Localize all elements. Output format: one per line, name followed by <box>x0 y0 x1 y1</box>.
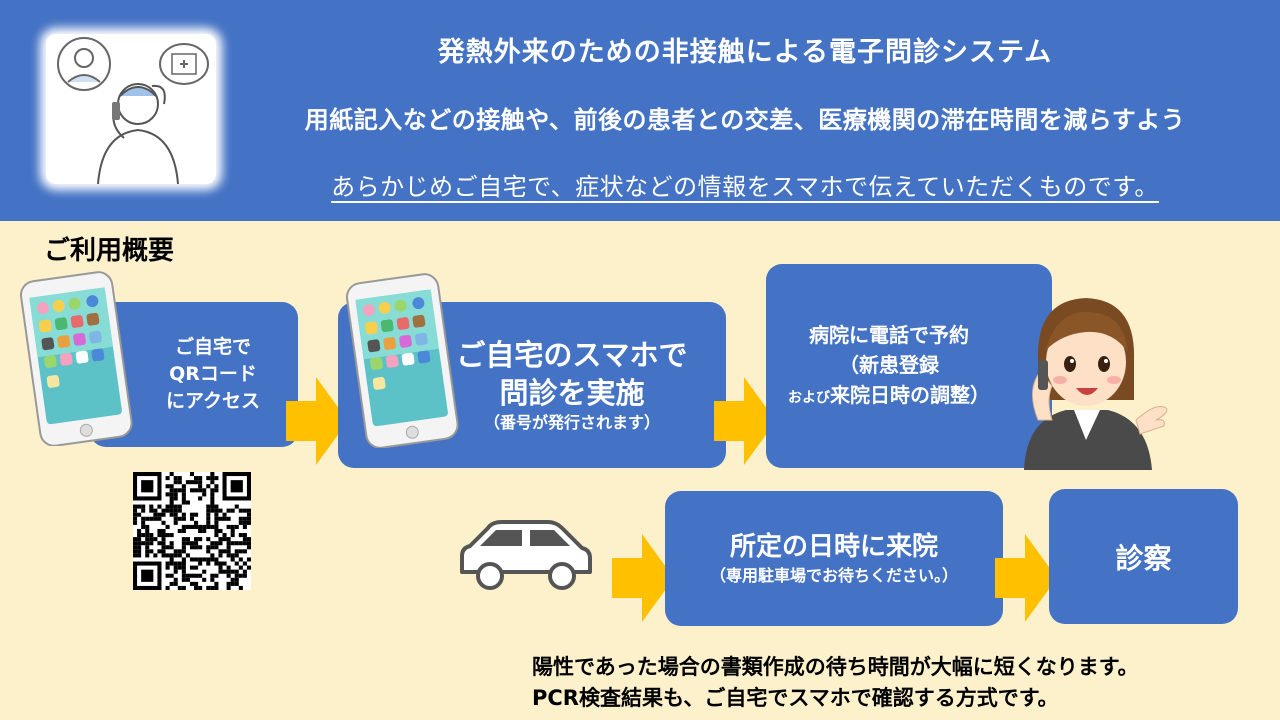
arrow-right-icon <box>286 377 348 465</box>
step2-line1: ご自宅のスマホで <box>456 338 688 372</box>
header-banner: 発熱外来のための非接触による電子問診システム 用紙記入などの接触や、前後の患者と… <box>0 0 1280 221</box>
header-description-line2-text: あらかじめご自宅で、症状などの情報をスマホで伝えていただくものです。 <box>331 173 1159 201</box>
receptionist-icon <box>1024 298 1168 470</box>
step3-line3-wrap: および来院日時の調整） <box>788 380 990 413</box>
footer-line1: 陽性であった場合の書類作成の待ち時間が大幅に短くなります。 <box>532 655 1139 679</box>
header-description-line1: 用紙記入などの接触や、前後の患者との交差、医療機関の滞在時間を減らすよう <box>304 106 1186 134</box>
step2-line2: 問診を実施 <box>499 376 645 410</box>
car-icon <box>460 520 592 590</box>
header-title: 発熱外来のための非接触による電子問診システム <box>437 37 1053 68</box>
step1-line2: QRコード <box>169 363 257 385</box>
step5-box: 診察 <box>1049 489 1238 624</box>
step2-note: （番号が発行されます） <box>483 413 660 432</box>
step4-line1: 所定の日時に来院 <box>729 531 938 562</box>
arrow-right-icon <box>714 377 776 465</box>
footer-line2: PCR検査結果も、ご自宅でスマホで確認する方式です。 <box>532 686 1059 710</box>
doctor-phone-consultation-icon <box>46 34 216 185</box>
smartphone-icon <box>345 273 459 448</box>
qr-code-icon <box>133 472 251 590</box>
step3-line2: （新患登録 <box>839 352 939 377</box>
step1-line3: にアクセス <box>165 390 261 412</box>
step3-line1: 病院に電話で予約 <box>809 322 969 347</box>
step3-line3: 来院日時の調整） <box>830 382 990 407</box>
step4-note: （専用駐車場でお待ちください。） <box>709 565 958 585</box>
step3-box: 病院に電話で予約 （新患登録 および来院日時の調整） <box>766 264 1052 468</box>
smartphone-icon <box>19 271 133 446</box>
arrow-right-icon <box>995 534 1057 622</box>
header-description-line2: あらかじめご自宅で、症状などの情報をスマホで伝えていただくものです。 <box>240 167 1250 202</box>
step5-line1: 診察 <box>1115 541 1172 575</box>
step3-line3-small: および <box>788 389 830 406</box>
arrow-right-icon <box>612 534 674 622</box>
step4-box: 所定の日時に来院 （専用駐車場でお待ちください。） <box>665 491 1003 626</box>
step1-line1: ご自宅で <box>174 336 251 358</box>
overview-title: ご利用概要 <box>44 236 175 266</box>
